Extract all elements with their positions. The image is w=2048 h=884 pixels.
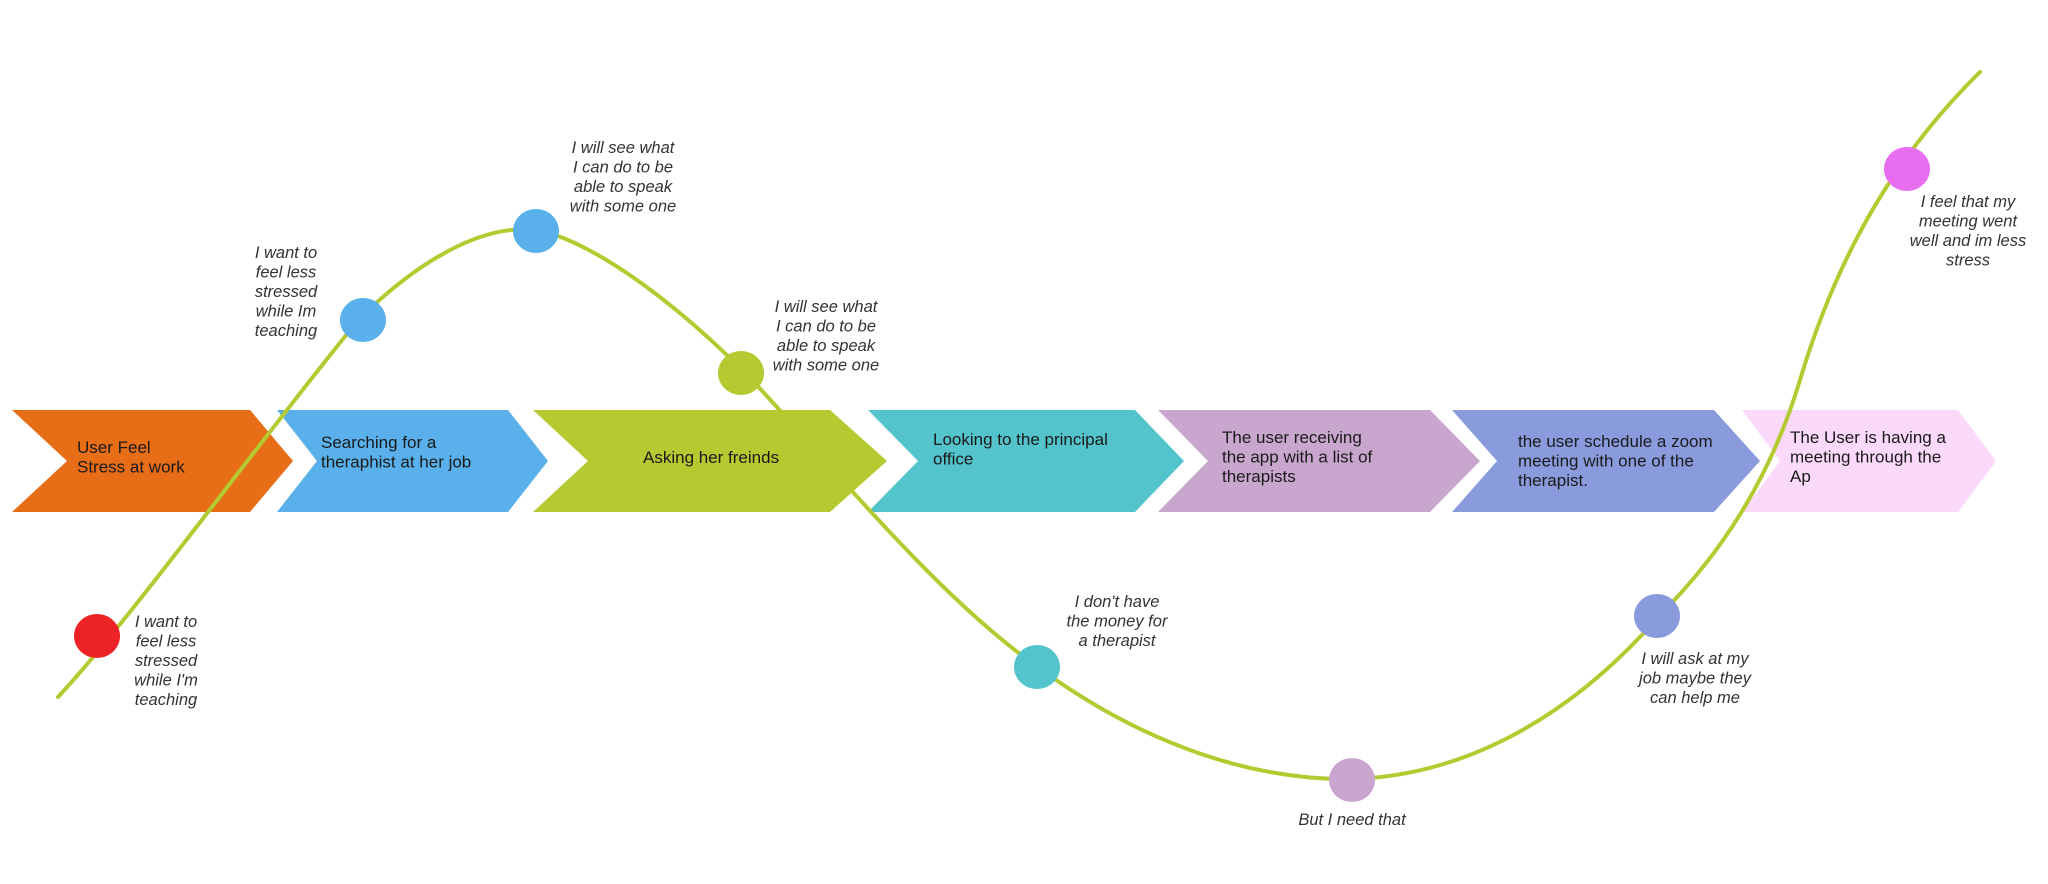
thought-note-line: stressed <box>135 652 198 670</box>
emotion-dot <box>1014 645 1060 689</box>
thought-note-line: I will see what <box>775 298 879 316</box>
thought-note-line: while Im <box>256 303 317 321</box>
stage-chevron <box>533 410 887 512</box>
thought-note-line: I will see what <box>572 139 676 157</box>
stage-chevron <box>1742 410 1996 512</box>
thought-note-line: I want to <box>255 244 317 262</box>
thought-note-line: I can do to be <box>776 318 876 336</box>
stage-label-line: Asking her freinds <box>643 448 779 467</box>
emotion-dot <box>74 614 120 658</box>
stage-label-line: Looking to the principal <box>933 430 1108 449</box>
thought-note-line: I don't have <box>1075 593 1160 611</box>
stage-label: Asking her freinds <box>643 448 779 467</box>
stage-chevron <box>868 410 1184 512</box>
thought-note-line: stressed <box>255 283 318 301</box>
thought-note-line: feel less <box>136 633 197 651</box>
thought-note-line: with some one <box>773 357 879 375</box>
emotion-dot <box>1884 147 1930 191</box>
thought-note-line: well and im less <box>1910 232 2026 250</box>
thought-note-line: a therapist <box>1078 632 1156 650</box>
stage-label-line: The User is having a <box>1790 428 1946 447</box>
stage-chevron <box>1158 410 1480 512</box>
stage-label-line: the app with a list of <box>1222 448 1373 467</box>
thought-6: But I need that <box>1298 758 1407 829</box>
stage-label-line: User Feel <box>77 438 151 457</box>
stage-3: Asking her freinds <box>533 410 887 512</box>
thought-note-line: with some one <box>570 198 676 216</box>
thought-note-line: meeting went <box>1919 213 2019 231</box>
thought-note-line: can help me <box>1650 689 1740 707</box>
thought-note-line: I feel that my <box>1921 193 2017 211</box>
thought-note-line: job maybe they <box>1637 670 1753 688</box>
thought-note-line: But I need that <box>1298 811 1407 829</box>
stage-label-line: therapist. <box>1518 471 1588 490</box>
thought-note-line: able to speak <box>574 178 673 196</box>
stage-label-line: Ap <box>1790 467 1811 486</box>
stage-label-line: the user schedule a zoom <box>1518 432 1713 451</box>
stage-label-line: therapists <box>1222 467 1296 486</box>
thought-note-line: feel less <box>256 264 317 282</box>
thought-note: But I need that <box>1298 811 1407 829</box>
thought-note-line: I will ask at my <box>1641 650 1750 668</box>
stage-label-line: theraphist at her job <box>321 453 471 472</box>
stage-label-line: Searching for a <box>321 433 437 452</box>
emotion-dot <box>718 351 764 395</box>
emotion-dot <box>1634 594 1680 638</box>
stage-label-line: The user receiving <box>1222 428 1362 447</box>
thought-note-line: the money for <box>1067 613 1169 631</box>
thought-note-line: teaching <box>135 691 198 709</box>
thought-note-line: teaching <box>255 322 318 340</box>
stage-label-line: Stress at work <box>77 458 185 477</box>
thought-note-line: stress <box>1946 252 1990 270</box>
stage-label-line: meeting through the <box>1790 448 1941 467</box>
stage-chevron <box>277 410 548 512</box>
stage-label-line: office <box>933 450 973 469</box>
emotion-dot <box>340 298 386 342</box>
thought-note-line: while I'm <box>134 672 198 690</box>
thought-note-line: I want to <box>135 613 197 631</box>
stage-chevron <box>1452 410 1760 512</box>
thought-note-line: able to speak <box>777 337 876 355</box>
stage-chevron <box>12 410 293 512</box>
thought-note-line: I can do to be <box>573 159 673 177</box>
emotion-dot <box>513 209 559 253</box>
stage-label-line: meeting with one of the <box>1518 452 1694 471</box>
emotion-dot <box>1329 758 1375 802</box>
